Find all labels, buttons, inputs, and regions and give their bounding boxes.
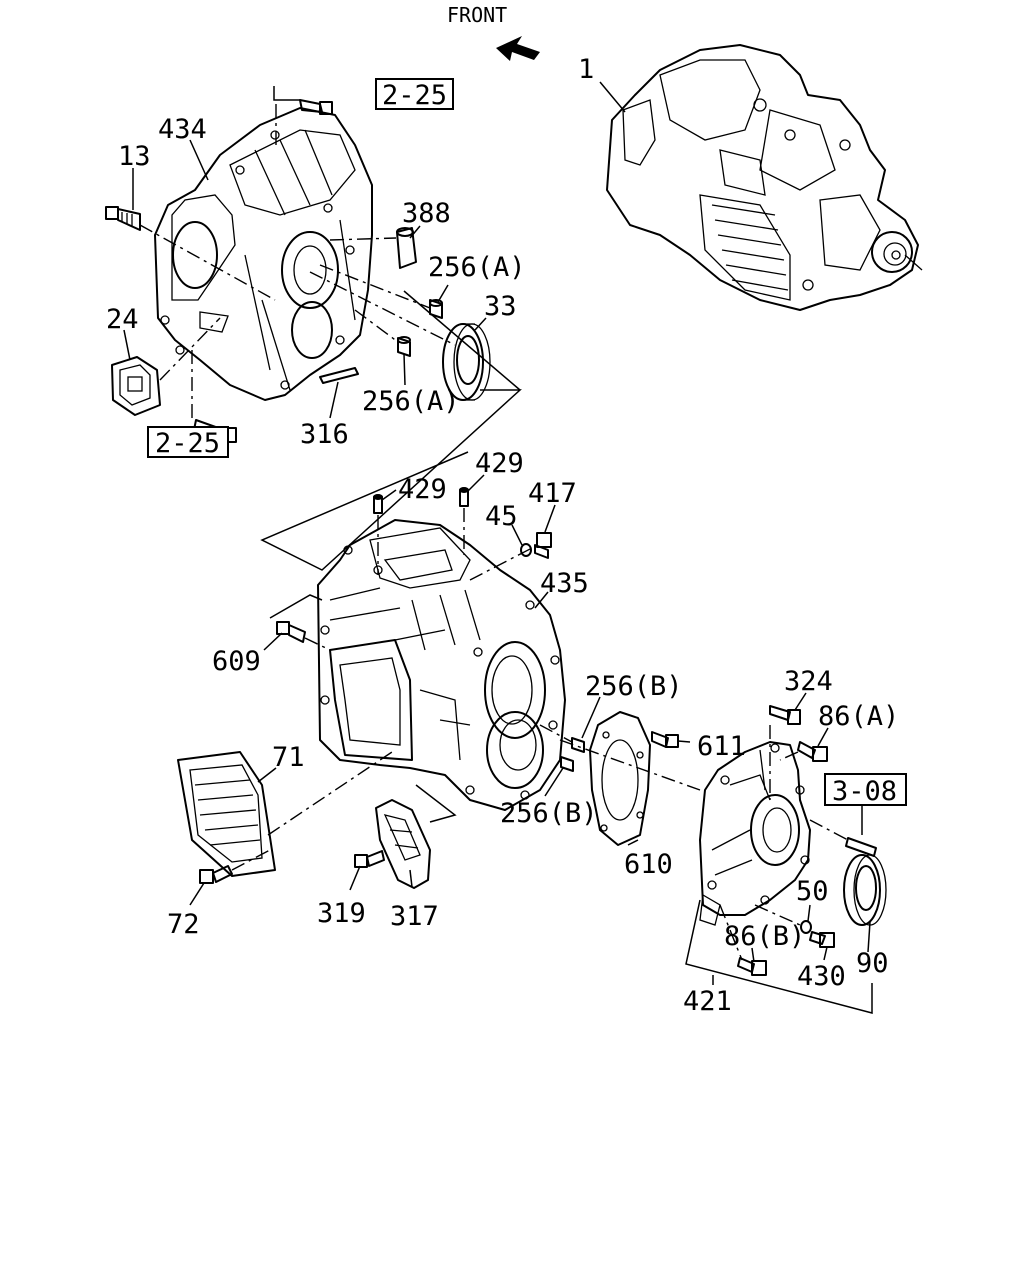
label-part-50: 50 xyxy=(796,876,829,907)
dowel-pin-icon xyxy=(373,494,383,514)
label-part-13: 13 xyxy=(118,141,151,172)
leader-1 xyxy=(599,81,626,113)
label-part-421: 421 xyxy=(683,986,732,1017)
dowel-pin-icon xyxy=(571,737,585,753)
dowel-pin-icon xyxy=(459,487,469,507)
label-part-256b-top: 256(B) xyxy=(585,671,683,702)
transmission-assembly xyxy=(606,44,923,311)
ref-box-top xyxy=(375,78,454,110)
front-arrow-icon xyxy=(496,36,540,61)
ref-text-rear: 3-08 xyxy=(832,776,897,807)
label-part-388: 388 xyxy=(402,198,451,229)
label-part-435: 435 xyxy=(540,568,589,599)
dowel-pin-icon xyxy=(429,299,443,319)
dowel-pin-icon xyxy=(560,756,574,772)
label-part-45: 45 xyxy=(485,501,518,532)
bracket-rear-cover xyxy=(685,899,873,1014)
label-part-72: 72 xyxy=(167,909,200,940)
cover-plate-71-icon xyxy=(177,751,276,877)
oil-seal-33-icon xyxy=(442,323,491,401)
bolt-611-icon xyxy=(651,731,679,748)
ref-text-bottom: 2-25 xyxy=(155,428,220,459)
label-part-256a-top: 256(A) xyxy=(428,252,526,283)
plug-430-icon xyxy=(809,931,835,948)
label-part-610: 610 xyxy=(624,849,673,880)
bolt-86b-icon xyxy=(737,957,767,976)
oil-seal-90-icon xyxy=(843,854,887,926)
label-part-417: 417 xyxy=(528,478,577,509)
label-part-33: 33 xyxy=(484,291,517,322)
label-part-256b-bottom: 256(B) xyxy=(500,798,598,829)
shaft-icon xyxy=(845,837,877,857)
plate-316-icon xyxy=(319,367,359,384)
bolt-319-icon xyxy=(354,850,385,868)
gasket-610-icon xyxy=(589,711,651,846)
bolt-72-icon xyxy=(199,865,233,884)
dowel-pin-icon xyxy=(397,336,411,357)
label-part-317: 317 xyxy=(390,901,439,932)
label-part-609: 609 xyxy=(212,646,261,677)
bolt-13-icon xyxy=(105,206,141,231)
label-part-86a: 86(A) xyxy=(818,701,899,732)
front-label: FRONT xyxy=(447,3,507,27)
plug-417-icon xyxy=(534,532,552,559)
stud-324-icon xyxy=(769,705,801,725)
label-part-434: 434 xyxy=(158,114,207,145)
ref-box-bottom xyxy=(147,426,229,458)
bushing-388-icon xyxy=(396,227,417,269)
ref-box-rear xyxy=(824,773,907,806)
cover-24-icon xyxy=(111,356,161,416)
rear-cover-421 xyxy=(699,741,811,926)
label-part-256a-bottom: 256(A) xyxy=(362,386,460,417)
cover-317-icon xyxy=(375,799,431,889)
bracket-bellhousing xyxy=(260,389,522,571)
label-part-429-left: 429 xyxy=(398,474,447,505)
main-transmission-case xyxy=(317,519,566,811)
label-part-90: 90 xyxy=(856,948,889,979)
bellhousing xyxy=(154,107,373,401)
label-part-71: 71 xyxy=(272,742,305,773)
o-ring-50-icon xyxy=(800,920,812,934)
label-part-430: 430 xyxy=(797,961,846,992)
label-part-324: 324 xyxy=(784,666,833,697)
label-part-429-right: 429 xyxy=(475,448,524,479)
o-ring-45-icon xyxy=(520,543,532,557)
label-part-24: 24 xyxy=(106,304,139,335)
bolt-609-icon xyxy=(276,621,306,643)
label-part-316: 316 xyxy=(300,419,349,450)
label-part-86b: 86(B) xyxy=(724,921,805,952)
bolt-86a-icon xyxy=(797,741,828,762)
label-part-319: 319 xyxy=(317,898,366,929)
ref-text-top: 2-25 xyxy=(382,80,447,111)
leader-434 xyxy=(189,139,209,181)
label-part-1: 1 xyxy=(578,54,594,85)
